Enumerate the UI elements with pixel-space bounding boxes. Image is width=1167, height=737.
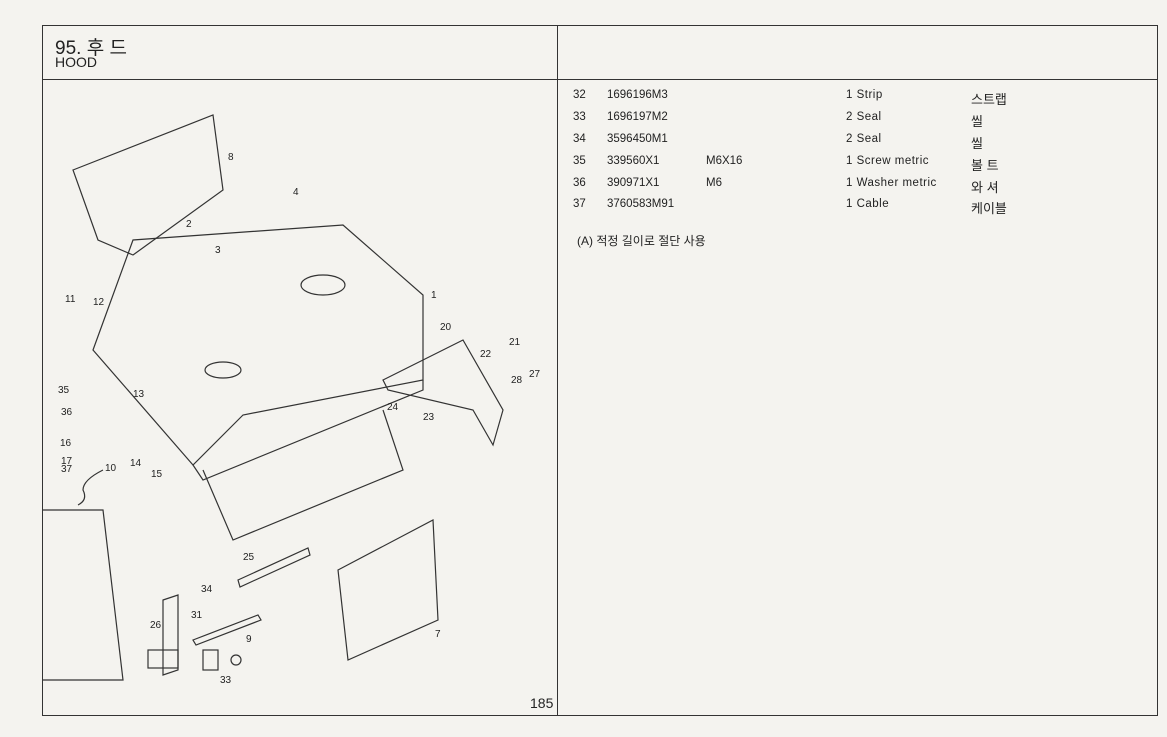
page-title: 95. 후 드 <box>55 38 127 59</box>
callout-16: 16 <box>60 438 72 449</box>
bracket-20 <box>382 339 504 447</box>
strip-25 <box>237 547 311 588</box>
cable-37 <box>77 469 104 506</box>
parts-desc: 2 Seal <box>846 133 882 145</box>
callout-33: 33 <box>220 675 232 686</box>
parts-kor: 스트랩 <box>971 92 1007 107</box>
parts-part: 1696197M2 <box>607 111 668 123</box>
lower-panel <box>202 409 404 541</box>
parts-no: 33 <box>573 111 586 123</box>
callout-12: 12 <box>93 297 105 308</box>
parts-desc: 1 Strip <box>846 89 883 101</box>
parts-kor: 와 셔 <box>971 180 999 195</box>
callout-14: 14 <box>130 458 142 469</box>
callout-2: 2 <box>186 219 192 230</box>
parts-row: 37 3760583M91 1 Cable 케이블 <box>573 198 1133 216</box>
callout-22: 22 <box>480 349 492 360</box>
parts-spec: M6 <box>706 177 722 189</box>
callout-25: 25 <box>243 552 255 563</box>
parts-spec: M6X16 <box>706 155 743 167</box>
page-frame <box>42 25 1158 716</box>
parts-desc: 1 Washer metric <box>846 177 937 189</box>
callout-35: 35 <box>58 385 70 396</box>
callout-11: 11 <box>65 294 76 305</box>
page-subtitle: HOOD <box>55 54 97 70</box>
parts-part: 339560X1 <box>607 155 660 167</box>
callout-28: 28 <box>511 375 523 386</box>
parts-no: 34 <box>573 133 586 145</box>
column-divider <box>557 25 558 716</box>
strip-31 <box>192 614 262 646</box>
callout-7: 7 <box>435 629 441 640</box>
hood-panel <box>92 224 424 466</box>
callout-34: 34 <box>201 584 213 595</box>
parts-row: 33 1696197M2 2 Seal 씰 <box>573 111 1133 129</box>
parts-kor: 케이블 <box>971 201 1007 216</box>
parts-no: 32 <box>573 89 586 101</box>
seal-34 <box>162 594 179 676</box>
callout-9: 9 <box>246 634 252 645</box>
callout-3: 3 <box>215 245 221 256</box>
callout-26: 26 <box>150 620 162 631</box>
side-panel-7 <box>337 519 439 661</box>
parts-row: 36 390971X1 M6 1 Washer metric 와 셔 <box>573 177 1133 195</box>
parts-kor: 볼 트 <box>971 158 999 173</box>
callout-23: 23 <box>423 412 435 423</box>
parts-no: 35 <box>573 155 586 167</box>
parts-row: 32 1696196M3 1 Strip 스트랩 <box>573 89 1133 107</box>
callout-10: 10 <box>105 463 117 474</box>
callout-37: 37 <box>61 464 73 475</box>
parts-part: 3596450M1 <box>607 133 668 145</box>
callout-24: 24 <box>387 402 399 413</box>
radiator <box>43 509 124 681</box>
callout-20: 20 <box>440 322 452 333</box>
parts-part: 1696196M3 <box>607 89 668 101</box>
parts-row: 34 3596450M1 2 Seal 씰 <box>573 133 1133 151</box>
page-number: 185 <box>530 695 554 711</box>
parts-no: 37 <box>573 198 586 210</box>
note-a: (A) 적정 길이로 절단 사용 <box>577 234 706 248</box>
header-divider <box>42 79 1158 80</box>
callout-13: 13 <box>133 389 145 400</box>
hood-side <box>192 380 424 481</box>
callout-36: 36 <box>61 407 73 418</box>
callout-15: 15 <box>151 469 163 480</box>
callout-17: 17 <box>61 456 73 467</box>
callout-21: 21 <box>509 337 521 348</box>
parts-row: 35 339560X1 M6X16 1 Screw metric 볼 트 <box>573 155 1133 173</box>
parts-desc: 1 Cable <box>846 198 890 210</box>
parts-desc: 1 Screw metric <box>846 155 930 167</box>
callout-31: 31 <box>191 610 203 621</box>
parts-desc: 2 Seal <box>846 111 882 123</box>
parts-part: 390971X1 <box>607 177 660 189</box>
parts-kor: 씰 <box>971 114 983 129</box>
parts-part: 3760583M91 <box>607 198 675 210</box>
parts-no: 36 <box>573 177 586 189</box>
parts-kor: 씰 <box>971 136 983 151</box>
side-panel-8 <box>72 114 224 256</box>
callout-27: 27 <box>529 369 541 380</box>
callout-8: 8 <box>228 152 234 163</box>
callout-1: 1 <box>431 290 437 301</box>
callout-4: 4 <box>293 187 299 198</box>
